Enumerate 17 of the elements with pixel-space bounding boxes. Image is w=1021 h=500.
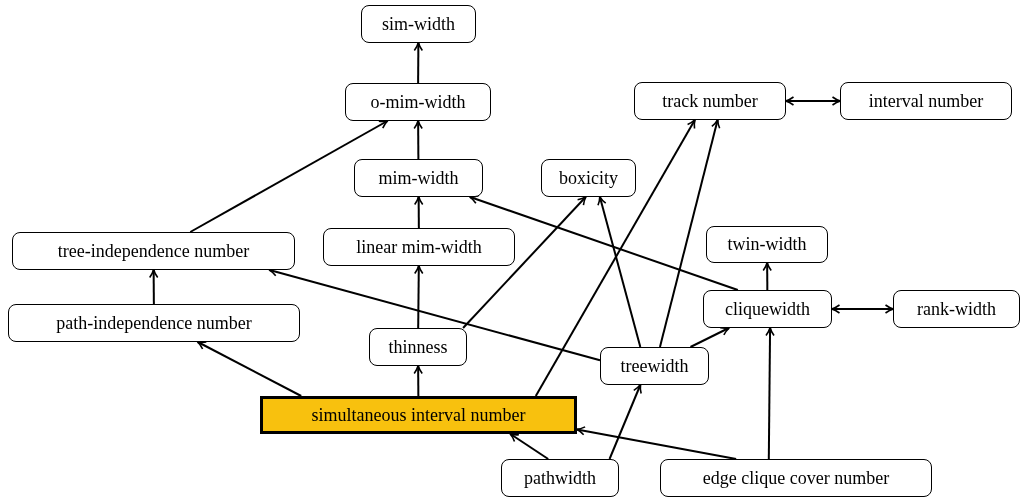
node-box: o-mim-width <box>345 83 491 121</box>
node-box: twin-width <box>706 226 828 263</box>
node-box: sim-width <box>361 5 476 43</box>
node-box: pathwidth <box>501 459 619 497</box>
node-box: tree-independence number <box>12 232 295 270</box>
node-box: thinness <box>369 328 467 366</box>
node-box: cliquewidth <box>703 290 832 328</box>
highlighted-node-box: simultaneous interval number <box>260 396 577 434</box>
node-box: treewidth <box>600 347 709 385</box>
node-box: path-independence number <box>8 304 300 342</box>
node-box: edge clique cover number <box>660 459 932 497</box>
node-box: mim-width <box>354 159 483 197</box>
node-box: track number <box>634 82 786 120</box>
node-box: linear mim-width <box>323 228 515 266</box>
node-box: interval number <box>840 82 1012 120</box>
node-box: boxicity <box>541 159 636 197</box>
node-box: rank-width <box>893 290 1020 328</box>
